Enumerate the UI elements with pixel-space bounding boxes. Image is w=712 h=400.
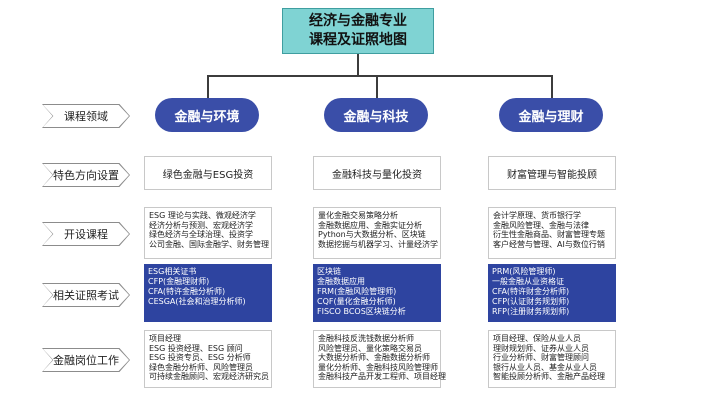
cert-line: CESGA(社会和治理分析师)	[148, 297, 246, 306]
course-line: Python与大数据分析、区块链	[318, 230, 426, 240]
cert-box-wealth: PRM(风险管理师) 一般金融从业资格证 CFA(特许财金分析师) CFP(认证…	[488, 264, 616, 322]
cert-box-environment: ESG相关证书 CFP(金融理财师) CFA(特许金融分析师) CESGA(社会…	[144, 264, 272, 322]
course-box-wealth: 会计学原理、货币银行学 金融风险管理、金融与法律 衍生性金融商品、财富管理专题 …	[488, 207, 616, 259]
course-line: 绿色经济与全球治理、投资学	[149, 230, 253, 240]
cert-line: 一般金融从业资格证	[492, 277, 564, 286]
job-line: 大数据分析师、金融数据分析师	[318, 353, 430, 363]
job-box-wealth: 项目经理、保险从业人员 理财规划师、证券从业人员 行业分析师、财富管理顾问 银行…	[488, 330, 616, 388]
cert-line: FISCO BCOS区块链分析	[317, 307, 406, 316]
course-line: 客户经营与管理、AI与数位行销	[493, 239, 605, 249]
job-box-technology: 金融科技反洗钱数据分析师 风险管理员、量化策略交易员 大数据分析师、金融数据分析…	[313, 330, 446, 388]
feature-box-environment: 绿色金融与ESG投资	[144, 156, 272, 190]
job-line: 金融科技反洗钱数据分析师	[318, 334, 414, 343]
connector-col1	[207, 75, 209, 98]
course-line: 金融风险管理、金融与法律	[493, 220, 589, 230]
cert-line: CQF(量化金融分析师)	[317, 297, 396, 306]
job-line: 银行从业人员、基金从业人员	[493, 362, 597, 372]
row-label-domain: 课程领域	[42, 104, 130, 128]
job-line: ESG 投资专员、ESG 分析师	[149, 353, 251, 363]
job-line: ESG 投资经理、ESG 顾问	[149, 343, 243, 353]
job-line: 风险管理员、量化策略交易员	[318, 343, 422, 353]
job-line: 绿色金融分析师、风险管理员	[149, 362, 253, 372]
course-line: 数据挖掘与机器学习、计量经济学	[318, 239, 438, 249]
cert-line: CFP(金融理财师)	[148, 277, 210, 286]
row-label-courses: 开设课程	[42, 222, 130, 246]
cert-line: ESG相关证书	[148, 267, 197, 276]
job-line: 项目经理、保险从业人员	[493, 334, 581, 343]
course-line: 量化金融交易策略分析	[318, 211, 398, 220]
domain-pill-environment: 金融与环境	[155, 98, 259, 132]
row-label-certs: 相关证照考试	[42, 283, 130, 307]
connector-horizontal	[207, 75, 552, 77]
domain-pill-technology: 金融与科技	[324, 98, 428, 132]
job-box-environment: 项目经理 ESG 投资经理、ESG 顾问 ESG 投资专员、ESG 分析师 绿色…	[144, 330, 272, 388]
cert-line: PRM(风险管理师)	[492, 267, 556, 276]
domain-pill-wealth: 金融与理财	[499, 98, 603, 132]
cert-line: 区块链	[317, 267, 341, 276]
job-line: 金融科技产品开发工程师、项目经理	[318, 372, 446, 382]
cert-box-technology: 区块链 金融数据应用 FRM(金融风险管理师) CQF(量化金融分析师) FIS…	[313, 264, 441, 322]
job-line: 行业分析师、财富管理顾问	[493, 353, 589, 363]
title-line-1: 经济与金融专业	[309, 13, 407, 29]
job-line: 智能投顾分析师、金融产品经理	[493, 372, 605, 382]
cert-line: CFA(特许金融分析师)	[148, 287, 226, 296]
course-line: 衍生性金融商品、财富管理专题	[493, 230, 605, 240]
course-line: ESG 理论与实践、微观经济学	[149, 211, 256, 220]
row-label-jobs: 金融岗位工作	[42, 348, 130, 372]
connector-col2	[376, 75, 378, 98]
cert-line: CFA(特许财金分析师)	[492, 287, 570, 296]
feature-box-technology: 金融科技与量化投资	[313, 156, 441, 190]
cert-line: RFP(注册财务规划师)	[492, 307, 570, 316]
job-line: 可持续金融顾问、宏观经济研究员	[149, 372, 269, 382]
row-label-feature: 特色方向设置	[42, 163, 130, 187]
connector-title-down	[357, 54, 359, 76]
job-line: 理财规划师、证券从业人员	[493, 343, 589, 353]
course-line: 金融数据应用、金融实证分析	[318, 220, 422, 230]
cert-line: CFP(认证财务规划师)	[492, 297, 570, 306]
course-box-environment: ESG 理论与实践、微观经济学 经济分析与预测、宏观经济学 绿色经济与全球治理、…	[144, 207, 272, 259]
course-line: 公司金融、国际金融学、财务管理	[149, 239, 269, 249]
course-line: 经济分析与预测、宏观经济学	[149, 220, 253, 230]
diagram-title: 经济与金融专业 课程及证照地图	[282, 8, 434, 54]
connector-col3	[551, 75, 553, 98]
course-line: 会计学原理、货币银行学	[493, 211, 581, 220]
course-box-technology: 量化金融交易策略分析 金融数据应用、金融实证分析 Python与大数据分析、区块…	[313, 207, 441, 259]
job-line: 项目经理	[149, 334, 181, 343]
cert-line: 金融数据应用	[317, 277, 365, 286]
feature-box-wealth: 财富管理与智能投顾	[488, 156, 616, 190]
job-line: 量化分析师、金融科技风险管理师	[318, 362, 438, 372]
cert-line: FRM(金融风险管理师)	[317, 287, 397, 296]
title-line-2: 课程及证照地图	[309, 32, 407, 48]
